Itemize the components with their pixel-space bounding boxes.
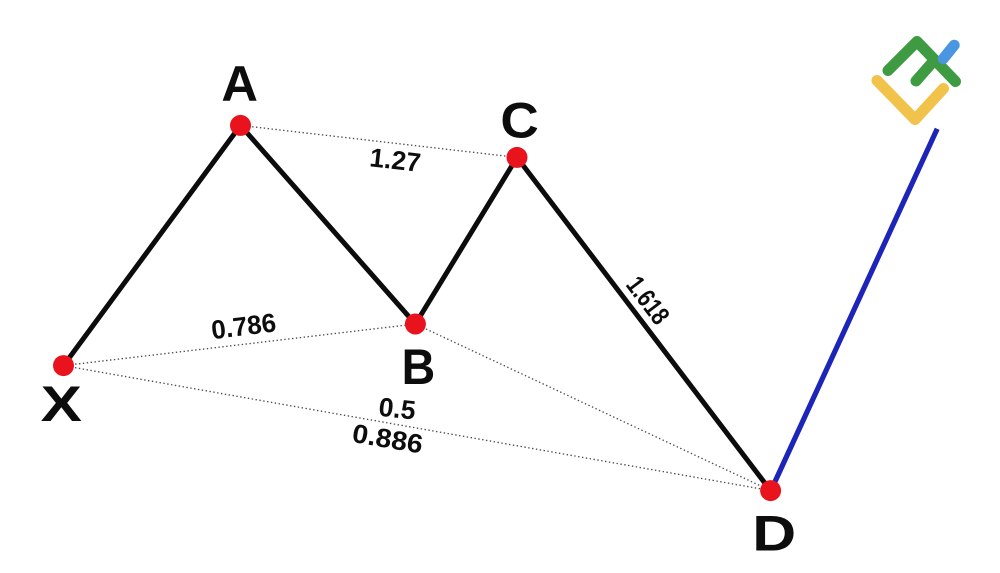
- svg-text:X: X: [41, 375, 83, 432]
- svg-text:A: A: [221, 55, 258, 112]
- svg-text:D: D: [752, 504, 796, 561]
- svg-text:C: C: [500, 92, 538, 149]
- svg-text:0.786: 0.786: [210, 307, 278, 345]
- svg-text:1.27: 1.27: [368, 142, 422, 178]
- svg-text:0.5: 0.5: [377, 392, 417, 426]
- svg-text:B: B: [402, 338, 436, 395]
